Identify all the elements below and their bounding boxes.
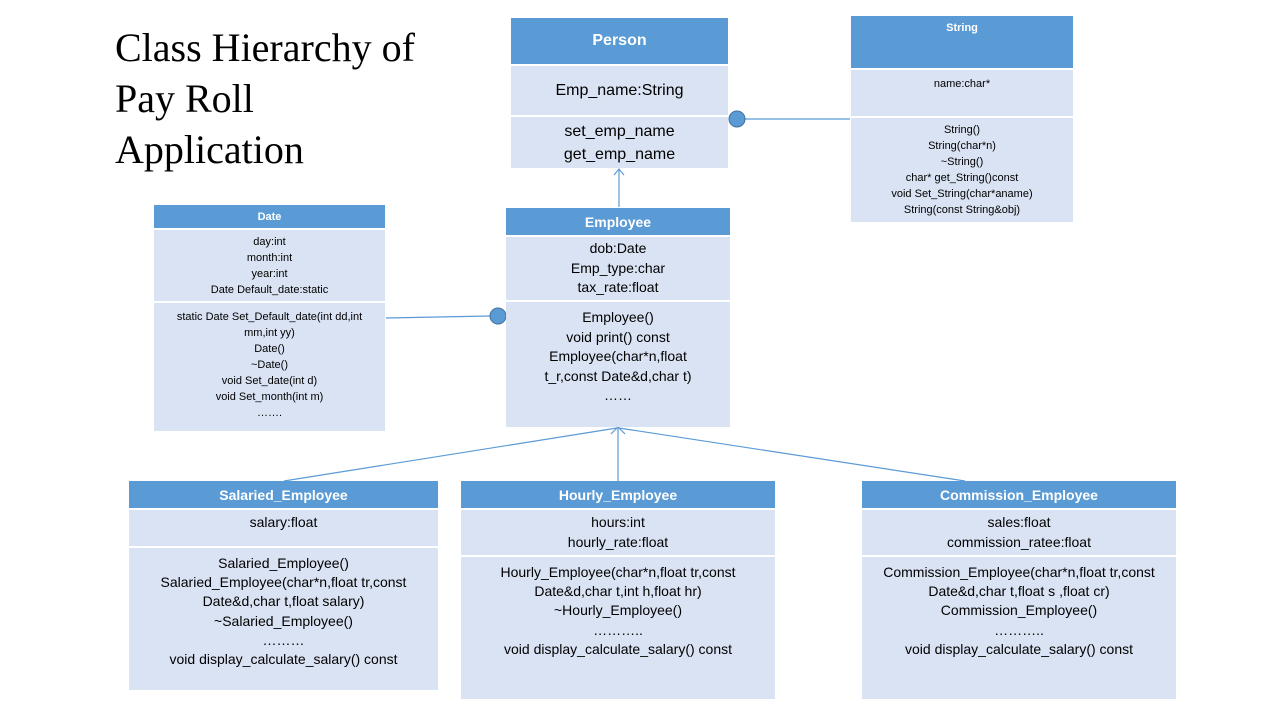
attributes-section: day:int month:int year:int Date Default_… <box>154 230 385 301</box>
title-line: Application <box>115 127 304 172</box>
method: Salaried_Employee() <box>218 555 349 571</box>
association-endpoint <box>728 110 746 128</box>
inheritance-commission-employee <box>618 427 966 482</box>
attribute: salary:float <box>249 514 318 530</box>
attribute: hours:int <box>591 514 645 531</box>
attributes-section: dob:Date Emp_type:char tax_rate:float <box>506 237 730 300</box>
class-header: Date <box>154 205 385 228</box>
attribute: Emp_type:char <box>570 259 666 276</box>
method: ……….. <box>994 621 1044 638</box>
method: void print() const <box>566 328 670 345</box>
class-employee[interactable]: Employee dob:Date Emp_type:char tax_rate… <box>506 208 730 427</box>
inheritance-arrowhead <box>610 426 626 435</box>
class-header: Salaried_Employee <box>129 481 438 508</box>
method: ~Hourly_Employee() <box>554 602 682 619</box>
method: Salaried_Employee(char*n,float tr,const <box>160 574 407 591</box>
method: static Date Set_Default_date(int dd,int <box>176 311 363 323</box>
method: void Set_date(int d) <box>221 375 318 387</box>
method: Employee() <box>582 309 654 325</box>
methods-section: Commission_Employee(char*n,float tr,cons… <box>862 555 1176 699</box>
method: void display_calculate_salary() const <box>905 640 1133 657</box>
method: ~Salaried_Employee() <box>214 612 353 629</box>
attributes-section: Emp_name:String <box>511 66 728 115</box>
methods-section: String() String(char*n) ~String() char* … <box>851 116 1073 222</box>
attribute: dob:Date <box>589 240 647 257</box>
class-header: Hourly_Employee <box>461 481 775 508</box>
attributes-section: sales:float commission_ratee:float <box>862 510 1176 555</box>
method: void Set_String(char*aname) <box>891 188 1033 200</box>
method: void display_calculate_salary() const <box>169 651 398 668</box>
method: ……… <box>262 631 305 648</box>
method: ……. <box>256 407 283 419</box>
class-salaried-employee[interactable]: Salaried_Employee salary:float Salaried_… <box>129 481 438 690</box>
class-date[interactable]: Date day:int month:int year:int Date Def… <box>154 205 385 431</box>
methods-section: Salaried_Employee() Salaried_Employee(ch… <box>129 546 438 690</box>
class-commission-employee[interactable]: Commission_Employee sales:float commissi… <box>862 481 1176 699</box>
method: Date&d,char t,float s ,float cr) <box>928 583 1110 600</box>
methods-section: Hourly_Employee(char*n,float tr,const Da… <box>461 555 775 699</box>
method: get_emp_name <box>563 145 676 163</box>
class-header: Person <box>511 18 728 64</box>
class-hourly-employee[interactable]: Hourly_Employee hours:int hourly_rate:fl… <box>461 481 775 699</box>
class-header: Commission_Employee <box>862 481 1176 508</box>
method: void Set_month(int m) <box>215 391 324 403</box>
class-header: String <box>851 16 1073 68</box>
attributes-section: hours:int hourly_rate:float <box>461 510 775 555</box>
attribute: month:int <box>246 251 293 264</box>
method: Employee(char*n,float <box>549 348 687 364</box>
method: set_emp_name <box>564 122 675 140</box>
method: mm,int yy) <box>244 327 295 339</box>
attributes-section: salary:float <box>129 510 438 546</box>
inheritance-salaried-employee <box>283 427 618 482</box>
method: t_r,const Date&d,char t) <box>544 367 692 384</box>
attribute: tax_rate:float <box>577 279 659 296</box>
association-date-employee <box>385 315 491 319</box>
attributes-section: name:char* <box>851 70 1073 116</box>
method: String(const String&obj) <box>903 204 1021 216</box>
method: Commission_Employee(char*n,float tr,cons… <box>883 564 1155 580</box>
attribute: Date Default_date:static <box>210 283 329 296</box>
method: ~String() <box>940 156 984 168</box>
method: char* get_String()const <box>905 172 1019 184</box>
method: ……….. <box>593 621 643 638</box>
diagram-title: Class Hierarchy of Pay Roll Application <box>115 22 475 175</box>
method: Date&d,char t,int h,float hr) <box>534 583 702 600</box>
association-endpoint <box>489 307 507 325</box>
method: …… <box>604 387 632 403</box>
attribute: hourly_rate:float <box>567 533 669 550</box>
methods-section: set_emp_name get_emp_name <box>511 115 728 168</box>
methods-section: Employee() void print() const Employee(c… <box>506 300 730 427</box>
methods-section: static Date Set_Default_date(int dd,int … <box>154 301 385 431</box>
method: ~Date() <box>251 359 288 371</box>
title-line: Pay Roll <box>115 76 254 121</box>
method: String(char*n) <box>928 140 996 152</box>
class-person[interactable]: Person Emp_name:String set_emp_name get_… <box>511 18 728 168</box>
method: Date&d,char t,float salary) <box>202 593 365 610</box>
method: Commission_Employee() <box>940 602 1098 619</box>
attribute: sales:float <box>987 514 1051 531</box>
method: void display_calculate_salary() const <box>504 640 732 657</box>
class-string[interactable]: String name:char* String() String(char*n… <box>851 16 1073 222</box>
attribute: commission_ratee:float <box>947 533 1091 550</box>
method: Hourly_Employee(char*n,float tr,const <box>500 564 736 580</box>
attribute: name:char* <box>933 78 991 90</box>
method: String() <box>943 124 981 136</box>
method: Date() <box>254 343 285 355</box>
attribute: year:int <box>251 267 288 280</box>
attribute: Emp_name:String <box>555 81 684 99</box>
class-header: Employee <box>506 208 730 235</box>
attribute: day:int <box>253 235 286 248</box>
title-line: Class Hierarchy of <box>115 25 415 70</box>
